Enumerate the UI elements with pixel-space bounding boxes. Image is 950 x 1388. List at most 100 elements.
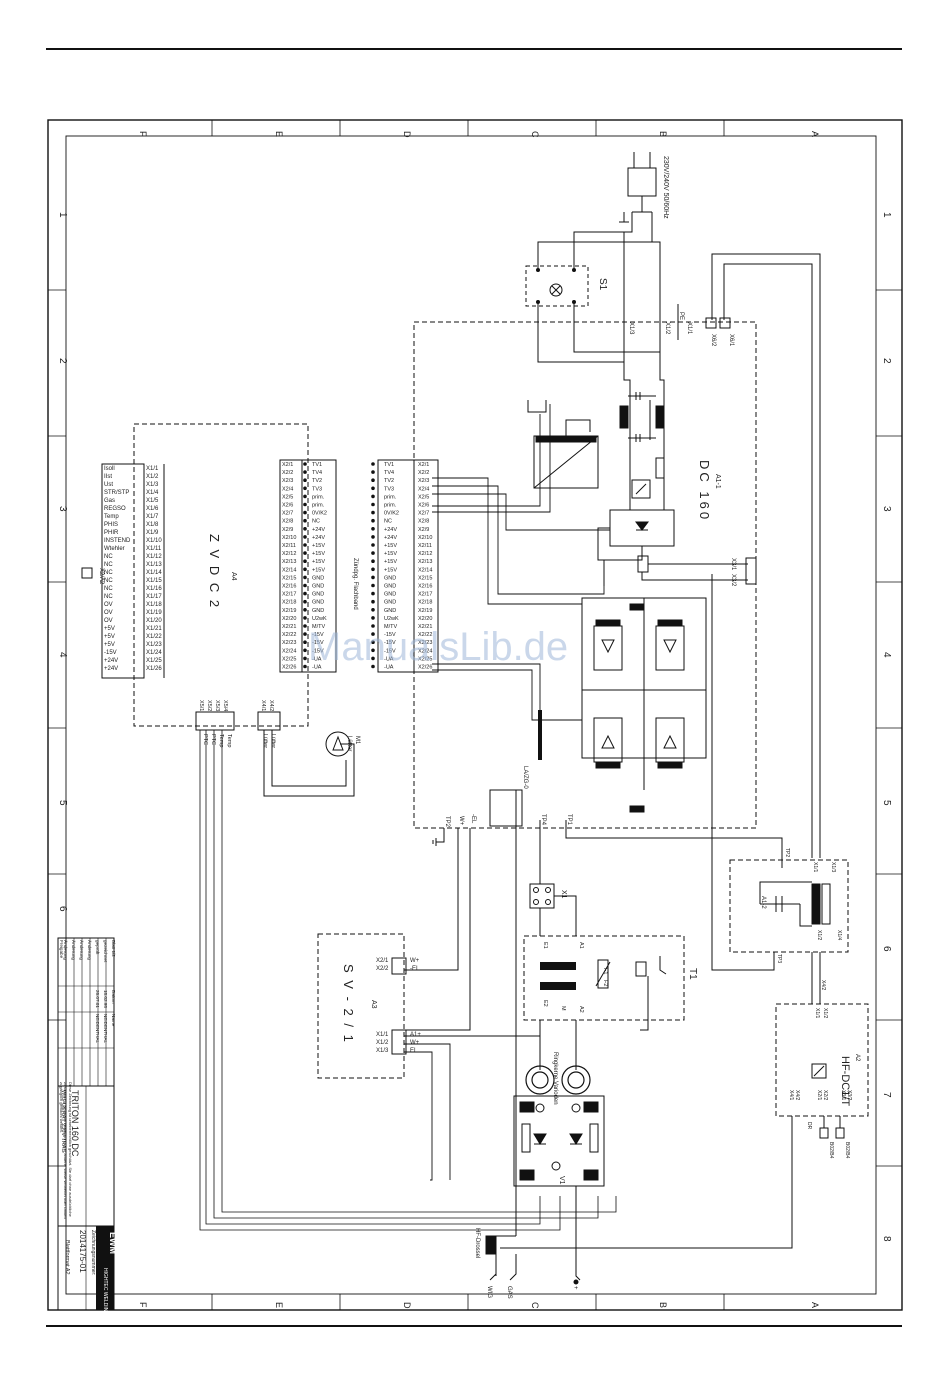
bus-signal-label: +24V <box>312 535 325 541</box>
bus-pin-label: X2/11 <box>282 543 296 549</box>
bus-pin-dot <box>303 591 307 596</box>
x3-terminal: X3/2 <box>730 574 736 587</box>
bus-pin-dot <box>303 583 307 588</box>
tp-label: W+ <box>458 816 464 826</box>
bus-pin-dot <box>371 640 375 645</box>
control-pin-label: X1/16 <box>146 586 162 592</box>
control-signal-label: +5V <box>104 626 115 632</box>
sv-board-outline <box>317 933 405 1079</box>
control-bottom-pin-labels: X5/1 X5/2 X5/3 X5/4 X4/1 X4/2 PTC PTC Te… <box>198 700 276 748</box>
bus-pin-dot <box>303 607 307 612</box>
bus-right-pins: X2/1X2/2X2/3X2/4X2/5X2/6X2/7X2/8X2/9X2/1… <box>418 462 432 671</box>
bottom-pin: X5/2 <box>206 700 212 711</box>
row-number-left: 5 <box>57 800 68 806</box>
test-point-labels: TP2 W+ -EL TP4 TP1 LA/ZG-0 <box>444 766 572 828</box>
bus-signal-label: +15V <box>312 543 325 549</box>
bus-pin-label: X2/4 <box>418 486 429 492</box>
bus-signal-label: TV2 <box>384 478 394 484</box>
x1-block <box>529 883 555 909</box>
row-number-left: 2 <box>57 358 68 364</box>
control-signal-label: INSTEND <box>104 538 131 544</box>
tp-wires <box>404 789 783 1236</box>
sv-pin: X1/1 <box>376 1032 389 1038</box>
control-pin-label: X1/9 <box>146 530 159 536</box>
row-number-right: 6 <box>881 946 892 952</box>
bottom-pin: X4/1 <box>260 700 266 711</box>
frame-row-ticks <box>48 289 902 1167</box>
control-pin-label: X1/24 <box>146 650 162 656</box>
hf-output: B02/B4 <box>828 1142 834 1159</box>
bus-signal-label: -15V <box>312 648 324 654</box>
hf-filter-pin: X1/4 <box>836 930 842 941</box>
bus-signal-label: TV3 <box>384 486 394 492</box>
col-letter-bottom: F <box>138 1302 148 1308</box>
bus-pin-dot <box>371 559 375 564</box>
hf-filter-pin: X4/2 <box>820 980 826 991</box>
frame-column-ticks <box>211 120 725 1310</box>
bus-pin-label: X2/25 <box>282 656 296 662</box>
tb-row-label: Name <box>111 1014 116 1027</box>
bus-pin-dot <box>303 462 307 466</box>
bus-pin-dot <box>303 624 307 628</box>
bottom-sig: PTC <box>202 734 208 745</box>
igbt-bridge <box>581 597 707 813</box>
bus-pin-label: X2/13 <box>282 559 296 565</box>
bus-signal-label: M/TV <box>312 624 325 630</box>
col-letter-top: C <box>530 131 540 138</box>
title-note-box: Diese Zeichnung ist urheberrechtlich ges… <box>59 1082 72 1219</box>
sv-pin: X2/1 <box>376 958 389 964</box>
bus-signal-label: GND <box>384 608 396 614</box>
control-signal-label: Wtehler <box>104 546 125 552</box>
sv-sig: W+ <box>410 958 420 964</box>
bottom-rule <box>46 1325 902 1327</box>
bus-signal-label: +24V <box>384 535 397 541</box>
control-pin-label: X1/23 <box>146 642 162 648</box>
col-letter-top: B <box>658 131 668 137</box>
bus-pin-label: X2/2 <box>282 470 293 476</box>
control-signal-label: Gas <box>104 498 115 504</box>
bus-pin-label: X2/26 <box>418 665 432 671</box>
bus-signal-label: TV1 <box>384 462 394 468</box>
tb-name-checked: NEIDENTHAL <box>95 1014 100 1044</box>
dc-board-name: DC 160 <box>697 460 712 522</box>
hf-filter-ref: A1-2 <box>760 896 766 909</box>
bus-pin-label: X2/17 <box>418 592 432 598</box>
bus-pin-dot <box>371 632 375 636</box>
bus-signal-label: TV4 <box>384 470 394 476</box>
hf-filter-pin: X1/1 <box>812 862 818 873</box>
input-filter <box>597 334 748 586</box>
bus-right-signals: TV1TV4TV2TV3prim.prim.0V/K2NC+24V+24V+15… <box>384 462 399 671</box>
sv-sig: A1+ <box>410 1032 421 1038</box>
bus-pin-label: X2/8 <box>418 519 429 525</box>
bus-signal-label: -15V <box>312 632 324 638</box>
control-signal-label: Ust <box>104 482 113 488</box>
control-signal-label: NC <box>104 562 113 568</box>
tb-sheet-type: Blattformat A2 <box>64 1240 70 1275</box>
switch-label: S1 <box>597 278 608 291</box>
bus-pin-label: X2/6 <box>282 503 293 509</box>
bus-pin-dot <box>371 591 375 596</box>
winding: F2 <box>602 980 608 986</box>
control-pin-label: X1/20 <box>146 618 162 624</box>
bottom-sig: Temp <box>218 734 224 747</box>
bus-signal-label: 0V/K2 <box>312 511 327 517</box>
bus-signal-label: +24V <box>384 527 397 533</box>
bus-pin-dot <box>371 486 375 491</box>
bus-pin-dot <box>303 575 307 580</box>
bus-signal-label: GND <box>384 575 396 581</box>
bus-signal-label: +15V <box>384 567 397 573</box>
sv-pin: X1/2 <box>376 1040 389 1046</box>
control-signal-label: +24V <box>104 666 118 672</box>
tb-title: TRITON 160 DC <box>70 1090 80 1157</box>
hf-filter-pin: X1/3 <box>830 862 836 873</box>
bus-pin-dot <box>371 624 375 628</box>
bus-signal-label: -15V <box>384 640 396 646</box>
control-bus-strip <box>279 459 439 673</box>
bus-pin-dot <box>371 470 375 474</box>
main-switch <box>525 265 589 307</box>
hf-filter-pin: X1/2 <box>816 930 822 941</box>
bus-pin-dot <box>371 526 375 531</box>
tb-sheet: Blatt 1/2 <box>111 940 116 957</box>
bus-pin-dot <box>303 486 307 491</box>
sv-sig: W+ <box>410 1040 420 1046</box>
